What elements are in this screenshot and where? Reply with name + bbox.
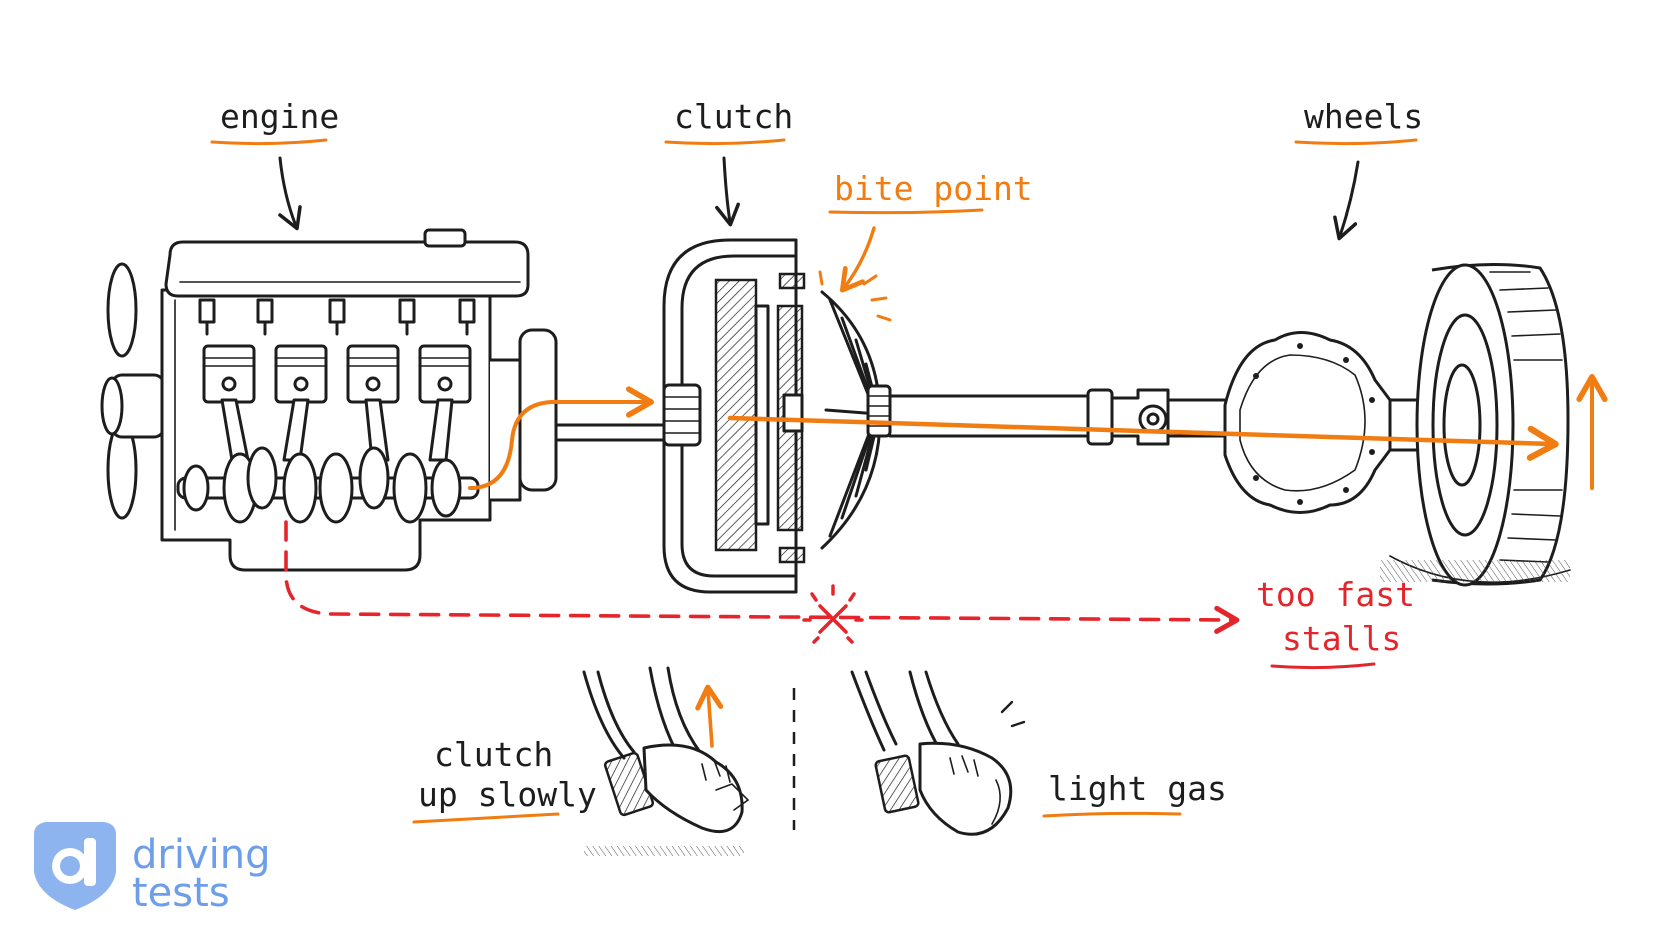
label-engine: engine	[220, 97, 339, 136]
logo-icon	[34, 822, 116, 910]
clutch-icon	[662, 238, 892, 594]
stall-x-icon	[802, 584, 864, 644]
label-bite-point: bite point	[834, 169, 1033, 208]
driveshaft-icon	[888, 388, 1230, 446]
gas-pedal-foot-icon	[850, 670, 1026, 836]
logo-text-driving: driving	[132, 832, 270, 878]
logo: driving tests	[34, 822, 270, 916]
logo-text-tests: tests	[132, 870, 230, 916]
label-clutch: clutch	[674, 97, 793, 136]
label-stalls: stalls	[1282, 619, 1401, 658]
label-light-gas: light gas	[1048, 769, 1227, 808]
label-wheels: wheels	[1304, 97, 1423, 136]
clutch-pedal-foot-icon	[582, 666, 750, 856]
label-clutch-up: clutch	[434, 735, 553, 774]
engine-icon	[100, 228, 668, 572]
wheel-icon	[1380, 262, 1571, 587]
label-too-fast: too fast	[1256, 575, 1415, 614]
label-up-slowly: up slowly	[418, 775, 597, 814]
